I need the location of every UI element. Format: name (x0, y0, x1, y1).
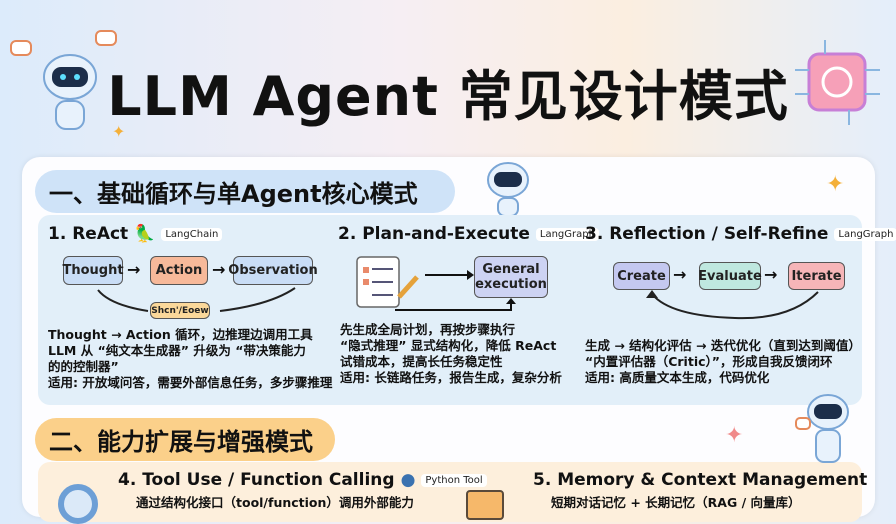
arrow-icon: → (212, 260, 226, 279)
parrot-icon: 🦜 (134, 224, 156, 244)
robot-mascot-icon (30, 45, 110, 135)
python-icon: ● (400, 470, 416, 490)
robot-mascot-icon (790, 390, 860, 475)
tool-description: 通过结构化接口（tool/function）调用外部能力 (136, 495, 414, 510)
memory-description: 短期对话记忆 + 长期记忆（RAG / 向量库） (551, 495, 801, 510)
chat-bubble-icon (95, 30, 117, 46)
sparkle-icon: ✦ (725, 423, 744, 448)
plan-document-icon (356, 256, 474, 308)
tool-card: 4. Tool Use / Function Calling● Python To… (118, 470, 487, 510)
evaluate-node: Evaluate (698, 262, 762, 290)
arrow-icon: → (673, 265, 687, 284)
arrow-icon: → (127, 260, 141, 279)
ai-chip-icon (795, 40, 880, 125)
react-title: 1. ReAct (48, 224, 129, 244)
return-arrow-icon (395, 298, 516, 311)
python-tool-tag: Python Tool (421, 473, 487, 487)
langgraph-tag: LangGraph (535, 227, 599, 241)
reflection-description: 生成 → 结构化评估 → 迭代优化（直到达到阈值）“内置评估器（Critic）”… (585, 338, 861, 385)
arrow-icon: → (764, 265, 778, 284)
page-title: LLM Agent 常见设计模式 (107, 65, 789, 128)
sparkle-icon: ✦ (826, 172, 845, 197)
section2-header: 二、能力扩展与增强模式 (35, 418, 335, 461)
action-node: Action (150, 256, 208, 285)
reflection-title: 3. Reflection / Self-Refine (585, 224, 829, 244)
thought-node: Thought (62, 256, 124, 285)
loop-arrow-icon (646, 290, 819, 320)
loop-label: Shcn'/Eoew (150, 302, 210, 319)
robot-mascot-icon (478, 158, 538, 218)
reflection-card: 3. Reflection / Self-Refine LangGraph (585, 224, 896, 244)
general-execution-node: General execution (474, 256, 548, 298)
gear-icon (58, 484, 98, 524)
plan-card: 2. Plan-and-Execute LangGraph (338, 224, 599, 244)
react-card: 1. ReAct🦜 LangChain (48, 224, 223, 244)
memory-title: 5. Memory & Context Management (533, 470, 868, 490)
tool-title: 4. Tool Use / Function Calling (118, 470, 395, 490)
langchain-tag: LangChain (161, 227, 223, 241)
section1-header: 一、基础循环与单Agent核心模式 (35, 170, 455, 213)
chat-bubble-icon (10, 40, 32, 56)
create-node: Create (613, 262, 670, 290)
langgraph-tag: LangGraph (834, 227, 896, 241)
sparkle-icon: ✦ (112, 122, 126, 141)
book-icon (466, 490, 504, 520)
loop-arrow-icon (97, 287, 296, 312)
iterate-node: Iterate (788, 262, 845, 290)
plan-title: 2. Plan-and-Execute (338, 224, 530, 244)
observation-node: Observation (228, 256, 318, 285)
